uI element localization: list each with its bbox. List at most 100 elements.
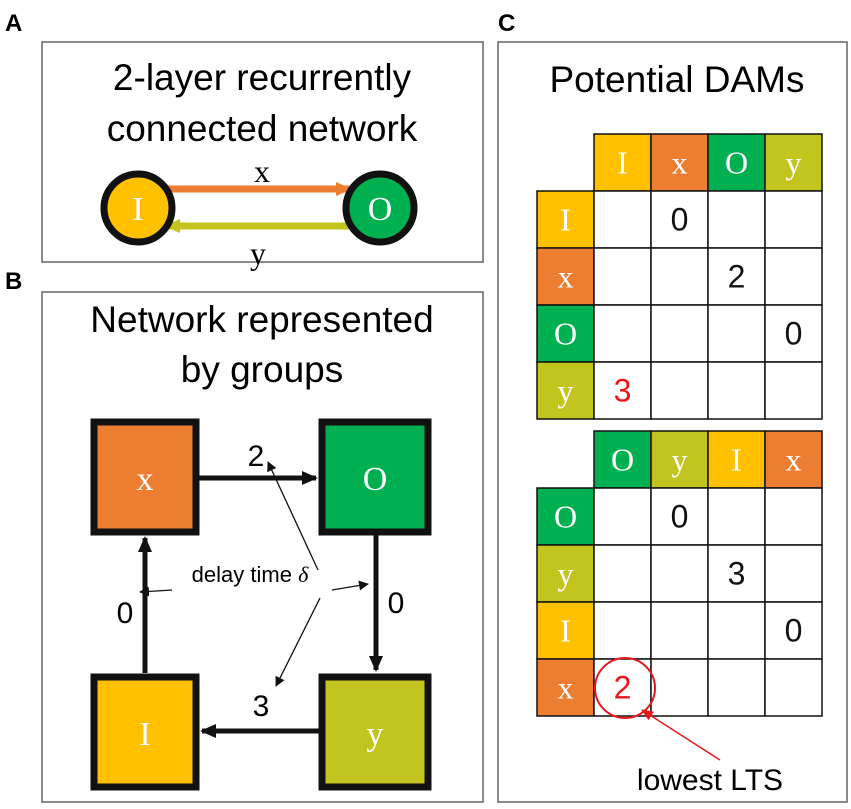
- group-y-box: [318, 673, 432, 791]
- matrix-1-row-header-label: O: [554, 316, 577, 352]
- matrix-1-cell: [593, 361, 652, 420]
- group-O-label: O: [363, 461, 388, 498]
- matrix-2-cell: [650, 544, 709, 603]
- matrix-2-cell: [593, 601, 652, 660]
- lowest-lts-circle: [594, 657, 656, 719]
- node-output-label: O: [368, 191, 393, 228]
- edge-backward-label: y: [250, 235, 266, 271]
- matrix-1-row-header-label: y: [558, 373, 574, 409]
- delay-time-text: delay time: [192, 562, 292, 587]
- matrix-2-row-header-x: [536, 658, 595, 717]
- matrix-2-col-header-y: [650, 430, 709, 489]
- panel-a-letter: A: [5, 10, 22, 37]
- panel-b-title-line2: by groups: [181, 349, 344, 390]
- matrix-2-col-header-label: O: [611, 442, 634, 478]
- matrix-2-cell: [764, 487, 823, 546]
- matrix-1-cell: [764, 304, 823, 363]
- pointer-to-delay-left: [139, 586, 173, 597]
- matrix-2-row-header-label: x: [558, 670, 574, 706]
- matrix-1-cell: [593, 190, 652, 249]
- matrix-2-value: 0: [785, 613, 803, 649]
- matrix-1-value: 2: [728, 259, 746, 295]
- panel-b-frame: [41, 291, 484, 803]
- panel-c-title: Potential DAMs: [550, 59, 805, 100]
- delay-x-to-O: 2: [248, 440, 265, 473]
- matrix-2-cell: [650, 658, 709, 717]
- matrix-1-row-header-label: x: [558, 259, 574, 295]
- pointer-to-delay-right: [331, 580, 369, 591]
- panel-a: A 2-layer recurrently connected network …: [5, 10, 484, 271]
- delta-symbol: δ: [298, 562, 309, 587]
- matrix-2-cell: [707, 601, 766, 660]
- matrix-1-cell: [650, 190, 709, 249]
- matrix-2-cell: [707, 658, 766, 717]
- matrix-1-col-header-label: y: [786, 145, 802, 181]
- group-y-label: y: [367, 716, 384, 753]
- matrix-1-col-header-label: O: [725, 145, 748, 181]
- matrix-1-row-header-y: [536, 361, 595, 420]
- node-input: [100, 170, 176, 246]
- matrix-1-cell: [764, 190, 823, 249]
- panel-b-title-line1: Network represented: [90, 299, 433, 340]
- edge-forward-label: x: [254, 153, 270, 189]
- matrix-1-cell: [650, 304, 709, 363]
- lowest-lts-pointer: [641, 709, 721, 761]
- matrix-1-col-header-y: [764, 133, 823, 192]
- matrix-1-cell: [764, 247, 823, 306]
- matrix-2-col-header-O: [593, 430, 652, 489]
- panel-a-title-line2: connected network: [107, 108, 418, 149]
- matrix-1-row-header-x: [536, 247, 595, 306]
- group-x-box: [90, 418, 200, 536]
- group-I-box: [90, 673, 200, 791]
- panel-c-frame: [497, 41, 848, 803]
- matrix-2-col-header-label: y: [672, 442, 688, 478]
- group-O-box: [318, 418, 432, 536]
- matrix-1-cell: [593, 304, 652, 363]
- matrix-2-row-header-I: [536, 601, 595, 660]
- panel-c-letter: C: [498, 10, 515, 37]
- matrix-2-cell: [650, 487, 709, 546]
- group-x-label: x: [137, 461, 154, 498]
- matrix-1-col-header-x: [650, 133, 709, 192]
- matrix-1-cell: [650, 247, 709, 306]
- matrix-2-cell: [764, 601, 823, 660]
- matrix-1-cell: [707, 304, 766, 363]
- matrix-1-cell: [650, 361, 709, 420]
- matrix-2-cell: [764, 544, 823, 603]
- delay-y-to-I: 3: [253, 690, 270, 723]
- matrix-1-cell: [707, 190, 766, 249]
- matrix-2-cell: [650, 601, 709, 660]
- matrix-2-col-header-label: x: [786, 442, 802, 478]
- matrix-2-cell: [707, 544, 766, 603]
- panel-a-frame: [41, 41, 484, 263]
- pointer-to-delay-bottom: [275, 597, 321, 687]
- matrix-2-row-header-label: I: [560, 613, 571, 649]
- matrix-1-cell: [593, 247, 652, 306]
- node-output: [342, 170, 418, 246]
- matrix-1-value: 0: [671, 202, 689, 238]
- panel-b: B Network represented by groups x O I y …: [5, 268, 484, 803]
- matrix-1-col-header-label: x: [672, 145, 688, 181]
- node-input-label: I: [132, 191, 143, 228]
- matrix-1-cell: [707, 361, 766, 420]
- matrix-2-cell: [593, 544, 652, 603]
- matrix-2-col-header-I: [707, 430, 766, 489]
- matrix-2-value: 3: [728, 556, 746, 592]
- delay-I-to-x: 0: [117, 597, 134, 630]
- lowest-lts-label: lowest LTS: [637, 764, 783, 797]
- matrix-1-row-header-label: I: [560, 202, 571, 238]
- matrix-1-value: 3: [614, 373, 632, 409]
- delay-time-annotation: delay time δ: [192, 562, 309, 587]
- panel-b-letter: B: [5, 268, 22, 295]
- matrix-2-cell: [593, 487, 652, 546]
- matrix-2-row-header-label: O: [554, 499, 577, 535]
- matrix-2-cell: [764, 658, 823, 717]
- matrix-2-value: 0: [671, 499, 689, 535]
- matrix-2-value: 2: [614, 670, 632, 706]
- matrix-2-cell: [707, 487, 766, 546]
- pointer-to-delay-top: [267, 461, 319, 571]
